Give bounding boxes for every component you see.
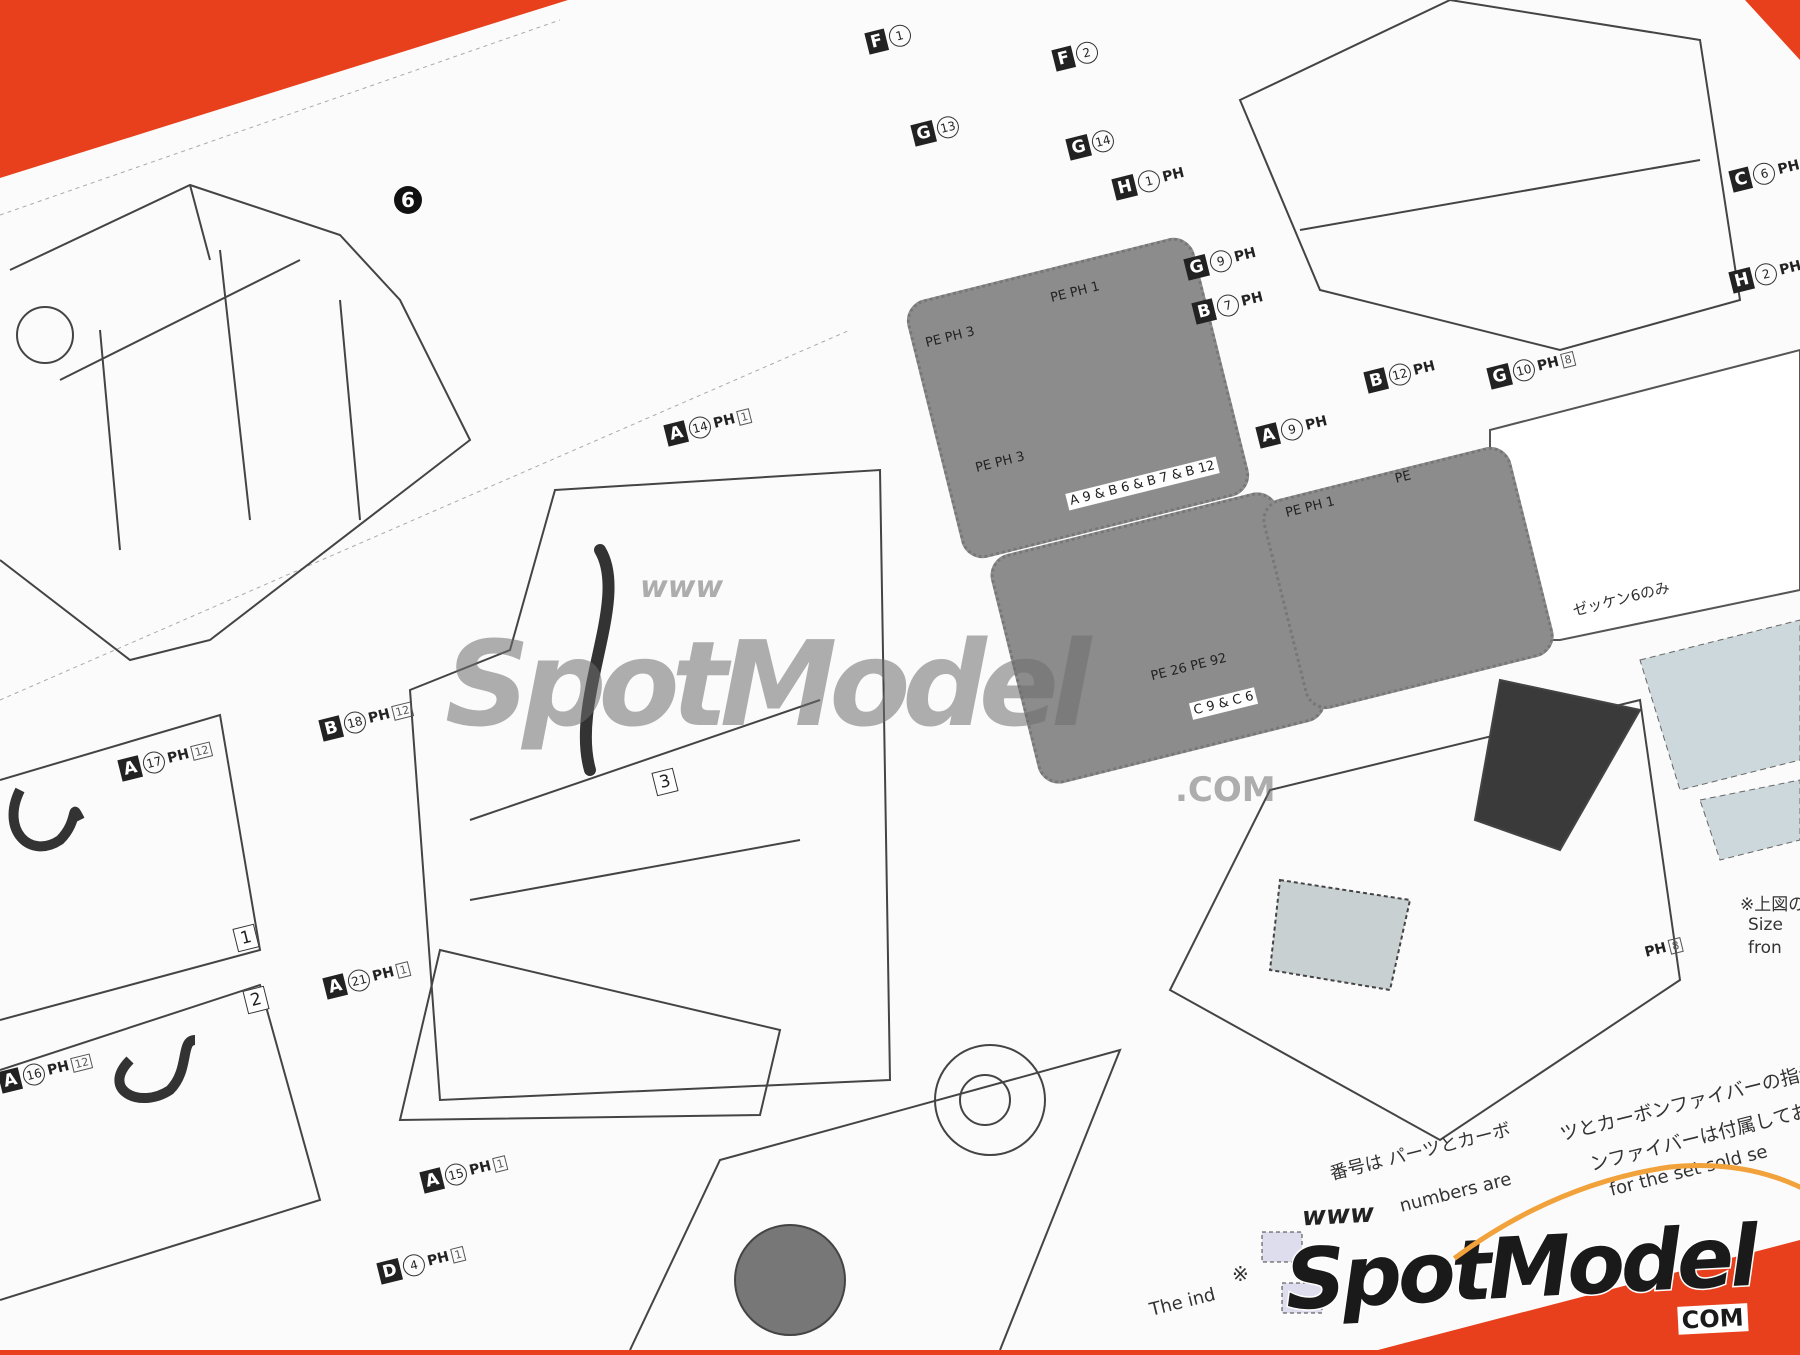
dashed-swatch [1281,1282,1323,1314]
ph-marker: PH [1535,353,1561,375]
part-letter: F [864,28,889,55]
ph-marker: PH [711,411,737,432]
note-jp: ※上図の [1740,895,1800,915]
dashed-swatch [1261,1231,1303,1263]
ph-marker: PH [1411,358,1437,379]
ph-marker: PH [1303,413,1329,434]
watermark-brand: SpotModel [445,615,1091,753]
ph-marker: PH [1776,157,1800,179]
ph-marker: PH [366,706,392,727]
note-en: fron [1748,938,1782,958]
ph-marker: PH [1777,257,1800,279]
note-en: Size [1748,915,1783,935]
logo-www: www [1301,1198,1375,1233]
ph-marker: PH [45,1058,71,1079]
ph-marker: PH [1232,244,1258,266]
chassis-drawing [398,468,892,1122]
ph-marker: PH [1239,289,1265,310]
ph-number: 12 [390,700,414,721]
logo-com: COM [1677,1303,1749,1335]
dashed-sheet-area [1699,779,1800,861]
ph-number: 12 [70,1052,94,1073]
car-body-drawing [1168,0,1742,1142]
fold-dashed-line [0,19,561,216]
ph-marker: PH [425,1248,451,1270]
watermark-www: www [640,570,724,605]
ph-marker: PH [370,964,396,985]
asterisk-mark: ※ [1232,1262,1249,1286]
ph-number: 12 [190,740,214,761]
ph-marker: PH [467,1158,493,1179]
fold-dashed-line [0,329,851,701]
wheel-drawing [629,1044,1122,1350]
ph-marker: PH [1160,164,1187,186]
part-letter: F [1051,45,1076,72]
car-outline-icon [1452,1163,1800,1261]
dashed-sheet-area [1639,619,1800,791]
spotmodel-logo: www SpotModel COM [1281,1163,1800,1335]
step-number-badge: 6 [394,186,422,214]
side-box-1 [0,713,262,1021]
ph-marker: PH [165,746,191,767]
side-box-2 [0,983,322,1301]
roll-cage-drawing [0,183,472,662]
watermark-com: .COM [1175,770,1276,810]
